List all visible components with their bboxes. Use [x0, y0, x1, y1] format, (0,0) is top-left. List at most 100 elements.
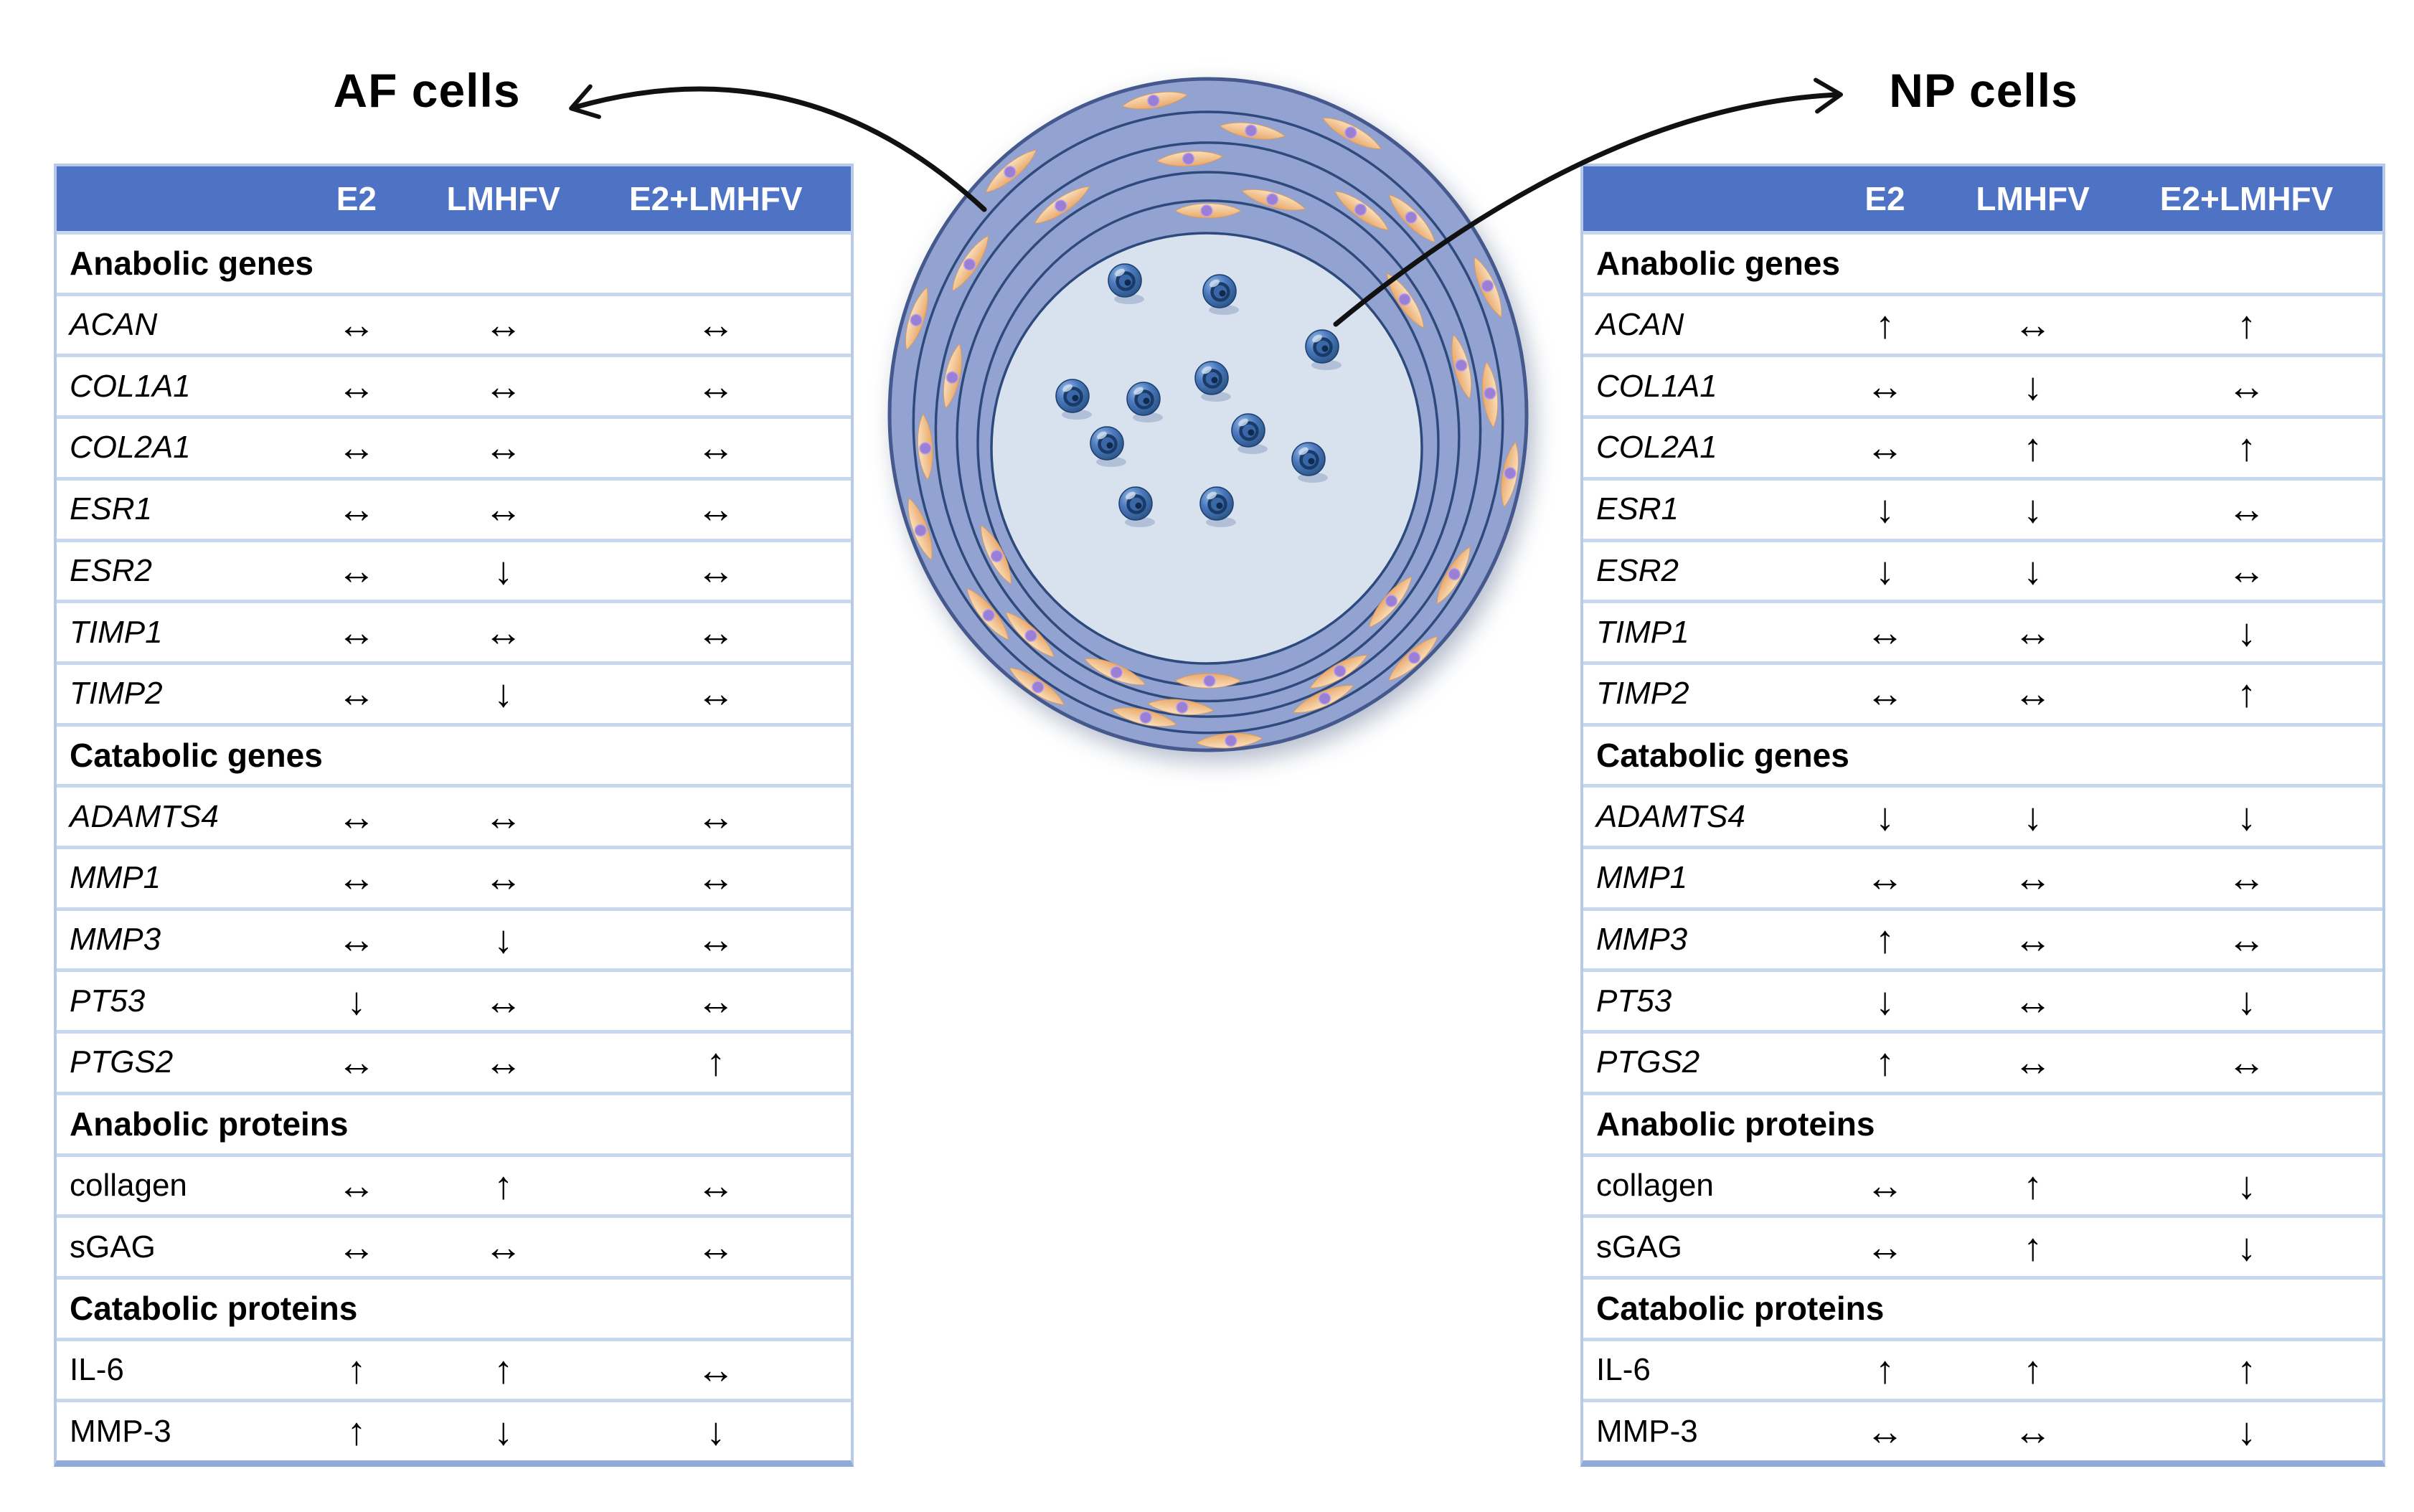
regulation-arrow: ↓	[494, 1409, 514, 1453]
af-cell-spindle	[907, 497, 933, 561]
regulation-arrow: ↔	[1865, 1163, 1905, 1207]
regulation-arrow: ↑	[2023, 426, 2043, 470]
gene-name: COL2A1	[70, 430, 191, 466]
af-cell-nucleus	[1110, 666, 1123, 679]
regulation-arrow: ↓	[1875, 488, 1895, 531]
np-cell-inner-ring	[1126, 494, 1146, 514]
regulation-arrow: ↓	[2023, 549, 2043, 592]
af-cell-nucleus	[990, 549, 1004, 562]
af-cell-nucleus	[1408, 651, 1421, 664]
af-cell-spindle	[1219, 122, 1286, 140]
regulation-arrow: ↔	[2227, 549, 2266, 592]
regulation-arrow: ↔	[484, 303, 523, 347]
column-header-e2-lmhfv: E2+LMHFV	[629, 180, 803, 217]
gene-name: ACAN	[70, 307, 158, 343]
np-cell-nucleolus	[1211, 377, 1218, 384]
af-cell-nucleus	[1203, 674, 1216, 687]
table-row: MMP1↔↔↔	[1583, 846, 2382, 907]
af-cell-nucleus	[1225, 734, 1237, 747]
regulation-arrow: ↔	[1865, 856, 1905, 900]
np-cell-inner-ring	[1202, 369, 1222, 389]
regulation-arrow: ↓	[494, 672, 514, 716]
af-cell-spindle	[1451, 334, 1472, 400]
regulation-arrow: ↔	[696, 795, 735, 838]
af-cell-nucleus	[1139, 711, 1152, 724]
gene-name: ESR2	[70, 552, 152, 588]
np-cell-highlight	[1207, 491, 1217, 500]
np-cell-nucleolus	[1143, 397, 1150, 405]
gene-name: collagen	[70, 1167, 187, 1203]
regulation-arrow: ↔	[2227, 488, 2266, 531]
regulation-arrow: ↔	[696, 672, 735, 716]
table-row: PTGS2↔↔↑	[57, 1030, 851, 1092]
regulation-arrow: ↔	[336, 610, 376, 654]
column-header-lmhfv: LMHFV	[1976, 180, 2090, 217]
regulation-arrow: ↓	[2237, 1409, 2257, 1453]
regulation-arrow: ↑	[346, 1348, 367, 1391]
np-cell-sphere	[1108, 263, 1144, 304]
np-cells-label: NP cells	[1889, 64, 2078, 117]
gene-name: collagen	[1596, 1167, 1714, 1203]
np-cell-nucleolus	[1124, 279, 1131, 286]
np-cell-shadow	[1062, 410, 1092, 420]
regulation-arrow: ↓	[2237, 1163, 2257, 1207]
af-cell-spindle	[1368, 576, 1413, 628]
table-row: PTGS2↑↔↔	[1583, 1030, 2382, 1092]
section-row: Anabolic genes	[57, 231, 851, 293]
regulation-arrow: ↔	[336, 303, 376, 347]
gene-name: PTGS2	[1596, 1044, 1700, 1080]
table-row: collagen↔↑↓	[1583, 1153, 2382, 1215]
regulation-arrow: ↑	[1875, 918, 1895, 962]
af-cell-spindle	[1147, 699, 1215, 716]
regulation-arrow: ↔	[1865, 1225, 1905, 1269]
af-cell-spindle	[1005, 611, 1055, 658]
np-cell-nucleolus	[1308, 458, 1315, 465]
af-cell-nucleus	[1147, 94, 1160, 108]
af-cell-spindle	[1292, 685, 1354, 713]
np-cell-nucleolus	[1072, 394, 1079, 402]
regulation-arrow: ↔	[2013, 1409, 2052, 1453]
np-cell-inner-ring	[1207, 494, 1227, 514]
af-cell-spindle	[1321, 117, 1382, 150]
af-cell-spindle	[1436, 546, 1471, 605]
disc-cross-section	[887, 77, 1529, 752]
np-cell-inner-ring	[1098, 434, 1118, 454]
regulation-arrow: ↓	[2023, 795, 2043, 838]
gene-name: PTGS2	[70, 1044, 174, 1080]
af-cell-spindle	[1121, 91, 1189, 110]
regulation-arrow: ↔	[336, 1163, 376, 1207]
regulation-arrow: ↓	[346, 979, 367, 1023]
regulation-arrow: ↑	[2237, 426, 2257, 470]
regulation-arrow: ↑	[1875, 1348, 1895, 1391]
af-cell-nucleus	[946, 371, 959, 384]
np-cell-sphere	[1199, 486, 1236, 527]
np-cell-highlight	[1126, 491, 1136, 500]
np-cell-shadow	[1125, 517, 1155, 527]
regulation-arrow: ↔	[2013, 856, 2052, 900]
af-cell-nucleus	[1054, 199, 1067, 212]
regulation-arrow: ↔	[2227, 918, 2266, 962]
af-cell-spindle	[917, 413, 933, 481]
regulation-arrow: ↑	[706, 1041, 726, 1085]
section-title: Catabolic proteins	[70, 1290, 358, 1328]
annulus-fibrosus	[887, 77, 1529, 752]
section-title: Anabolic genes	[1596, 245, 1840, 283]
table-row: ESR2↓↓↔	[1583, 538, 2382, 600]
gene-name: IL-6	[70, 1352, 124, 1387]
regulation-arrow: ↑	[1875, 303, 1895, 347]
af-cell-nucleus	[1405, 211, 1418, 224]
regulation-arrow: ↔	[336, 856, 376, 900]
gene-name: COL2A1	[1596, 430, 1717, 466]
table-row: IL-6↑↑↑	[1583, 1337, 2382, 1399]
af-cell-spindle	[985, 149, 1037, 193]
regulation-arrow: ↑	[346, 1409, 367, 1453]
gene-name: sGAG	[1596, 1229, 1682, 1265]
np-cell-highlight	[1133, 387, 1144, 395]
af-cell-nucleus	[919, 442, 932, 455]
af-cell-nucleus	[1455, 359, 1468, 372]
table-row: IL-6↑↑↔	[57, 1337, 851, 1399]
regulation-arrow: ↓	[2023, 488, 2043, 531]
np-cell-sphere	[1055, 379, 1092, 420]
regulation-arrow: ↔	[336, 488, 376, 531]
